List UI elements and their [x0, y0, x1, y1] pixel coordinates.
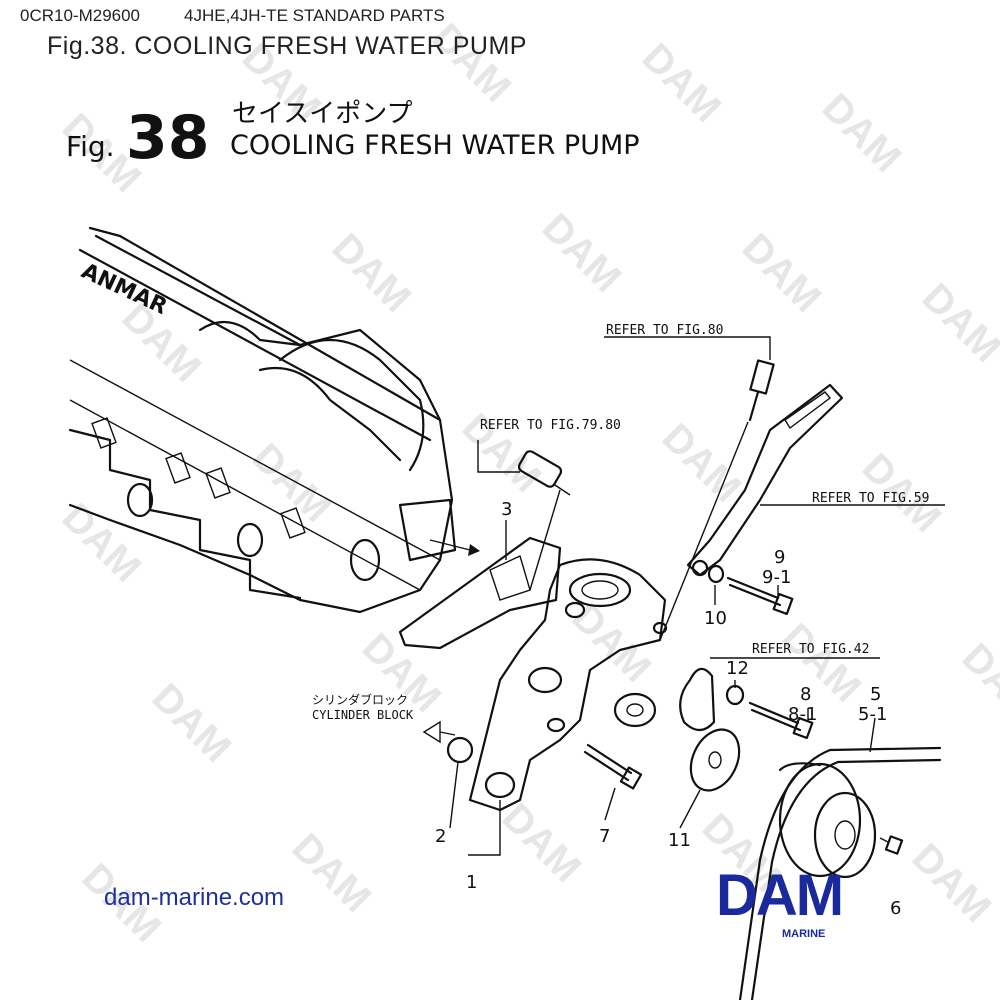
callout-9: 9	[774, 547, 785, 568]
callout-6: 6	[890, 898, 901, 919]
callout-1: 1	[466, 872, 477, 893]
dam-logo: DAM	[716, 863, 844, 928]
fig-number: 38	[126, 103, 210, 173]
bolt-9	[726, 576, 794, 616]
callout-leaders	[449, 520, 876, 856]
callout-11: 11	[668, 830, 691, 851]
dam-logo-sub: MARINE	[782, 928, 826, 940]
document-code: 0CR10-M29600	[20, 6, 141, 25]
callout-3: 3	[501, 499, 512, 520]
flow-arrow-head	[468, 544, 480, 556]
callout-10: 10	[704, 608, 727, 629]
ref-fig80: REFER TO FIG.80	[606, 323, 723, 338]
ref-fig59: REFER TO FIG.59	[812, 491, 929, 506]
fig-prefix: Fig.	[66, 130, 115, 163]
pulley	[778, 762, 877, 879]
ref-fig7980: REFER TO FIG.79.80	[480, 418, 621, 433]
switch-leader	[659, 421, 749, 641]
callout-5-1: 5-1	[858, 704, 887, 725]
sender-leader	[529, 489, 561, 591]
ref-bracket-80	[604, 336, 771, 360]
hub-flange-11	[689, 728, 741, 792]
ref-bracket-7980	[477, 440, 520, 473]
clamp	[679, 667, 716, 732]
figure-heading: Fig.38. COOLING FRESH WATER PUMP	[47, 32, 527, 60]
cylinder-block-en: CYLINDER BLOCK	[312, 708, 414, 722]
thermo-switch	[748, 359, 775, 422]
v-belt	[738, 746, 942, 1000]
o-ring-2	[446, 736, 474, 764]
title-english: COOLING FRESH WATER PUMP	[230, 130, 640, 161]
callout-9-1: 9-1	[762, 567, 791, 588]
cylinder-block-jp: シリンダブロック	[312, 692, 408, 707]
alternator-bracket	[686, 383, 844, 577]
callout-8: 8	[800, 684, 811, 705]
cylinder-block-arrow	[422, 720, 441, 744]
washer-10	[707, 564, 725, 584]
temperature-sender	[517, 450, 571, 496]
website-link[interactable]: dam-marine.com	[104, 884, 285, 911]
model-title: 4JHE,4JH-TE STANDARD PARTS	[184, 6, 445, 25]
flow-arrow	[429, 539, 471, 551]
water-pump-body	[468, 558, 668, 812]
bolt-7	[583, 743, 643, 790]
callout-7: 7	[599, 826, 610, 847]
washer-12	[725, 684, 745, 706]
gasket	[398, 536, 562, 650]
bolt-8	[748, 701, 814, 740]
callout-5: 5	[870, 684, 881, 705]
title-japanese: セイスイポンプ	[232, 99, 412, 129]
callout-2: 2	[435, 826, 446, 847]
bolt-6	[879, 835, 904, 855]
engine-cylinder-head	[68, 226, 457, 614]
ref-fig42: REFER TO FIG.42	[752, 642, 869, 657]
callout-12: 12	[726, 658, 749, 679]
callout-8-1: 8-1	[788, 704, 817, 725]
